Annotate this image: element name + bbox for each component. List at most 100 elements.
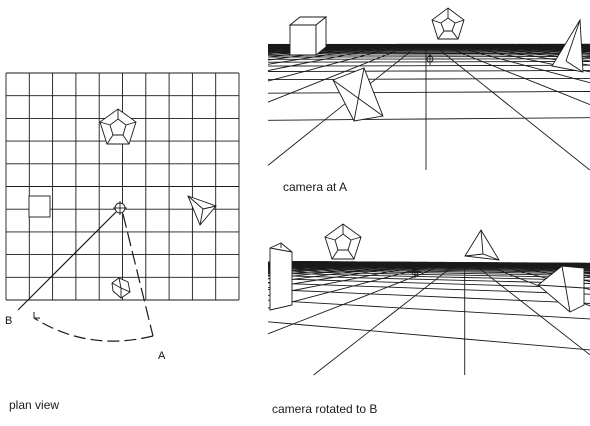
grid-line [370, 287, 387, 294]
grid-line [268, 324, 293, 334]
grid-line [305, 66, 325, 72]
grid-line [317, 277, 335, 280]
perspective-grid-a [268, 44, 590, 170]
dodecahedron-icon [100, 109, 136, 144]
grid-line [465, 280, 496, 281]
cube-icon [290, 17, 326, 55]
perspective-view-b [268, 224, 590, 375]
grid-line [314, 331, 371, 375]
grid-line [386, 66, 393, 71]
grid-line [520, 300, 540, 316]
grid-line [293, 305, 343, 324]
grid-line [476, 79, 493, 92]
rotation-arc [34, 318, 153, 341]
grid-line [496, 281, 529, 282]
grid-line [354, 286, 388, 287]
grid-line [370, 278, 382, 281]
grid-line [274, 71, 305, 79]
grid-line [540, 316, 583, 349]
grid-line [343, 305, 400, 308]
plan-view-caption: plan view [9, 398, 59, 412]
tetrahedron-icon [465, 230, 499, 260]
grid-line [293, 285, 322, 291]
grid-line [465, 278, 492, 279]
plan-view: B A [5, 73, 239, 362]
grid-line [370, 308, 399, 331]
grid-line [489, 276, 514, 277]
grid-line [358, 278, 382, 279]
grid-line [343, 281, 370, 282]
grid-line [370, 294, 415, 296]
grid-line [293, 280, 317, 284]
cube-icon [270, 243, 292, 310]
grid-line [431, 280, 436, 284]
grid-line [325, 119, 426, 120]
grid-line [439, 277, 465, 278]
grid-line [465, 275, 489, 276]
grid-line [343, 294, 370, 305]
cube-icon [29, 196, 50, 217]
grid-line [431, 283, 465, 284]
grid-line [583, 349, 590, 350]
grid-line [293, 302, 343, 305]
camera-a-caption: camera at A [283, 180, 347, 194]
grid-line [465, 284, 501, 285]
grid-line [314, 277, 336, 278]
perspective-grid-b [268, 262, 590, 376]
grid-line [376, 71, 386, 79]
grid-line [383, 278, 409, 279]
grid-line [545, 71, 574, 79]
grid-line [370, 331, 464, 339]
grid-line [501, 285, 509, 291]
grid-line [525, 65, 545, 70]
grid-line [408, 279, 435, 280]
grid-line [483, 62, 493, 66]
grid-line [436, 280, 465, 281]
grid-line [293, 291, 330, 293]
grid-line [415, 296, 465, 298]
grid-line [400, 308, 465, 312]
grid-line [359, 62, 369, 66]
grid-line [291, 79, 325, 93]
grid-line [370, 282, 399, 283]
grid-line [268, 322, 293, 324]
grid-line [496, 281, 501, 285]
grid-line [370, 275, 392, 276]
grid-line [415, 276, 439, 277]
grid-line [492, 66, 505, 71]
grid-line [400, 296, 415, 308]
grid-line [400, 282, 431, 283]
grid-line [291, 62, 311, 66]
perspective-view-a [268, 8, 590, 170]
grid-line [459, 66, 466, 71]
grid-line [293, 292, 330, 302]
plan-grid [6, 73, 239, 300]
grid-line [335, 277, 358, 278]
grid-line [388, 282, 400, 287]
grid-line [392, 276, 415, 277]
grid-line [525, 118, 590, 119]
dodecahedron-icon [325, 224, 361, 259]
grid-line [322, 281, 343, 285]
grid-line [466, 71, 476, 79]
grid-line [574, 78, 590, 82]
grid-line [492, 92, 525, 118]
grid-line [293, 277, 314, 280]
grid-line [400, 279, 409, 282]
grid-line [492, 278, 521, 279]
camera-b-caption: camera rotated to B [272, 402, 377, 416]
grid-line [465, 339, 583, 349]
grid-line [268, 93, 291, 102]
grid-line [465, 312, 541, 316]
sight-line-b [18, 212, 116, 310]
grid-line [322, 285, 353, 286]
grid-line [465, 298, 521, 300]
grid-line [330, 286, 354, 292]
dodecahedron-icon [432, 8, 464, 39]
grid-line [311, 274, 330, 275]
grid-line [293, 276, 314, 277]
grid-line [540, 316, 590, 319]
grid-line [558, 92, 590, 105]
grid-line [268, 120, 325, 121]
